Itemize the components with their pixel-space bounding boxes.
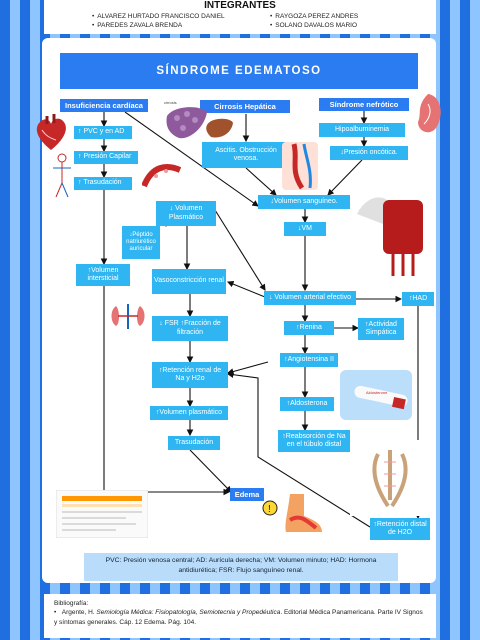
kidney-illustration xyxy=(418,94,441,133)
node-edema: Edema xyxy=(230,488,264,501)
node-plasma-volume-increase: ↑Volumen plasmático xyxy=(150,406,228,420)
node-plasma-volume-decrease: ↓ Volumen Plasmático xyxy=(156,201,216,226)
cause-hepatic-cirrhosis: Cirrosis Hepática xyxy=(200,100,290,113)
leg-vein-illustration xyxy=(282,142,318,190)
node-renal-blood-flow: ↓ FSR ↑Fracción de filtración xyxy=(152,316,228,341)
node-adh: ↑HAD xyxy=(402,292,434,306)
kidneys-illustration xyxy=(111,304,145,329)
members-title: INTEGRANTES xyxy=(204,0,276,11)
node-natriuretic-peptide: ↓Péptido natriurético auricular xyxy=(122,226,160,259)
node-renal-vasoconstriction: Vasoconstricción renal xyxy=(152,269,226,294)
reference-title: Semiología Médica: Fisiopatología, Semio… xyxy=(96,609,281,617)
reference-author: Argente, H. xyxy=(61,609,97,617)
member-name: RAYGOZA PEREZ ANDRES xyxy=(270,13,358,20)
abbreviations-note: PVC: Presión venosa central; AD: Aurícul… xyxy=(84,553,398,581)
cause-nephrotic-syndrome: Síndrome nefrótico xyxy=(319,98,409,111)
node-capillary-pressure: ↑ Presión Capilar xyxy=(74,151,138,164)
node-transudation-1: ↑ Trasudación xyxy=(74,177,132,190)
diagram-title: SÍNDROME EDEMATOSO xyxy=(60,53,418,89)
bibliography: Bibliografía: Argente, H. Semiología Méd… xyxy=(44,594,436,638)
capillary-illustration xyxy=(142,164,182,188)
member-name: SOLANO DAVALOS MARIO xyxy=(270,22,357,29)
nephron-diagram-illustration xyxy=(350,440,430,516)
cause-cardiac-failure: Insuficiencia cardíaca xyxy=(60,99,148,112)
blood-bag-illustration xyxy=(357,197,423,276)
member-name: PAREDES ZAVALA BRENDA xyxy=(92,22,182,29)
bibliography-reference: Argente, H. Semiología Médica: Fisiopato… xyxy=(54,608,426,627)
node-angiotensin: ↑Angiotensina II xyxy=(280,353,338,367)
bibliography-heading: Bibliografía: xyxy=(54,600,89,607)
aldosterone-tube-illustration xyxy=(340,370,412,420)
reference-details: . Editorial Médica Panamericana. Parte I… xyxy=(54,609,423,626)
cirrhotic-liver-illustration xyxy=(166,107,207,139)
tube-label: Aldosterone xyxy=(366,390,388,395)
node-ascites: Ascitis. Obstrucción venosa. xyxy=(202,142,290,168)
node-aldosterone: ↑Aldosterona xyxy=(280,397,334,411)
node-renal-retention: ↑Retención renal de Na y H2o xyxy=(152,362,228,388)
edematous-foot-illustration: ! xyxy=(262,494,322,532)
node-distal-sodium-reabsorption: ↑Reabsorción de Na en el túbulo distal xyxy=(278,430,350,452)
node-hypoalbuminemia: Hipoalbuminemia xyxy=(319,123,405,137)
lab-report-illustration xyxy=(56,490,148,538)
member-name: ALVAREZ HURTADO FRANCISCO DANIEL xyxy=(92,13,224,20)
node-sympathetic-activity: ↑Actividad Simpática xyxy=(358,318,404,340)
node-renin: ↑Renina xyxy=(284,321,334,335)
liver-label: cirrosis xyxy=(164,100,177,105)
node-oncotic-pressure: ↓Presión oncótica. xyxy=(330,146,408,160)
node-effective-arterial-volume: ↓ Volumen arterial efectivo xyxy=(264,291,356,305)
node-distal-water-retention: ↑Retención distal de H2O xyxy=(370,518,430,540)
body-circulation-illustration xyxy=(53,153,71,198)
node-blood-volume: ↓Volumen sanguíneo. xyxy=(258,195,350,209)
svg-text:!: ! xyxy=(268,504,271,515)
members-header: INTEGRANTES ALVAREZ HURTADO FRANCISCO DA… xyxy=(44,0,436,34)
node-interstitial-volume: ↑Volumen intersticial xyxy=(76,264,130,286)
liver-illustration xyxy=(206,118,233,138)
heart-illustration xyxy=(36,114,66,150)
node-pvc: ↑ PVC y en AD xyxy=(74,126,132,139)
node-cardiac-output: ↓VM xyxy=(284,222,326,236)
node-transudation-2: Trasudación xyxy=(168,436,220,450)
